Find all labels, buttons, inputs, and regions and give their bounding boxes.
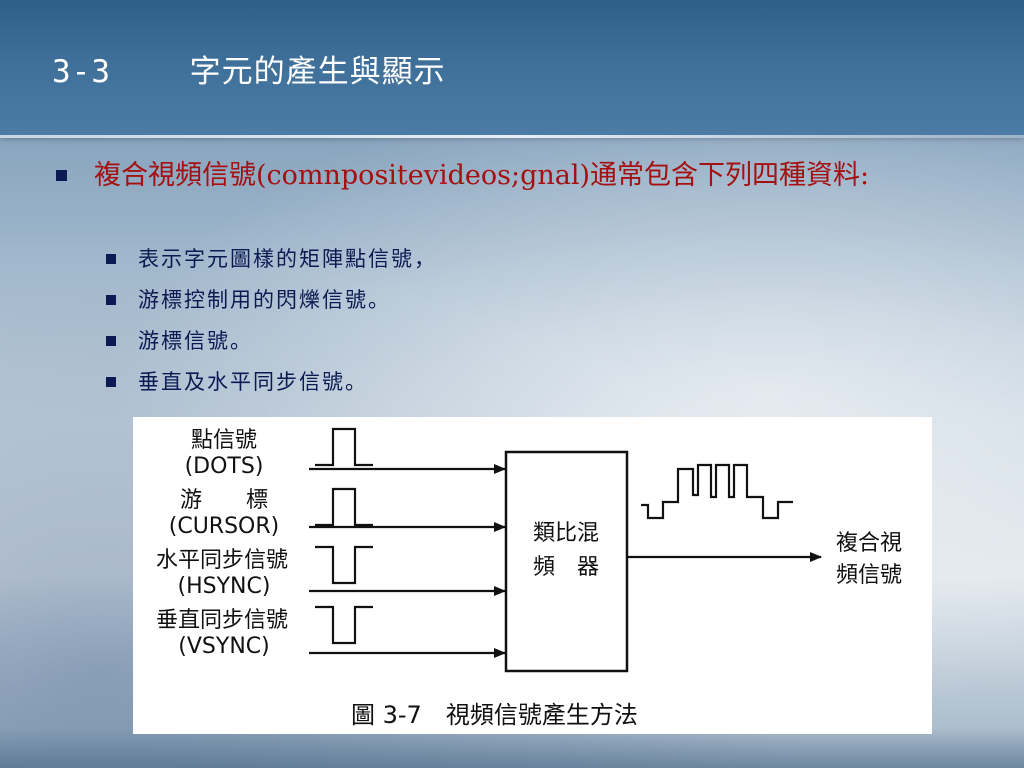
composite-output-waveform (641, 463, 793, 520)
sub-bullet-text: 垂直及水平同步信號。 (138, 370, 368, 394)
input-label-vsync: 垂直同步信號 (156, 608, 288, 633)
title-divider (0, 135, 1024, 138)
main-bullet-text: 複合視頻信號(comnpositevideos;gnal)通常包含下列四種資料: (94, 160, 870, 191)
vsync-pulse-waveform (315, 605, 373, 645)
sub-bullet: 游標控制用的閃爍信號。 (104, 285, 704, 315)
input-label-hsync: 水平同步信號 (156, 548, 288, 573)
hsync-pulse-waveform (315, 545, 373, 585)
analog-mixer-box (504, 450, 629, 673)
slide-title: 3-3 字元的產生與顯示 (52, 54, 446, 90)
square-bullet-icon (106, 295, 116, 305)
input-label-cursor: 游 標 (180, 488, 268, 513)
mixer-label-line1: 類比混 (533, 521, 599, 546)
input-label-dots: 點信號 (191, 428, 257, 453)
square-bullet-icon (56, 170, 67, 181)
output-label-line2: 頻信號 (836, 563, 902, 588)
input-label-cursor-en: (CURSOR) (169, 514, 279, 539)
mixer-label-line2: 頻 器 (533, 555, 599, 580)
sub-bullet: 垂直及水平同步信號。 (104, 367, 704, 397)
input-label-hsync-en: (HSYNC) (178, 574, 271, 599)
sub-bullet: 表示字元圖樣的矩陣點信號， (104, 244, 704, 274)
title-bar (0, 0, 1024, 135)
figure-caption: 圖 3-7 視頻信號產生方法 (351, 701, 638, 729)
bottom-band (0, 728, 1024, 768)
main-bullet: 複合視頻信號(comnpositevideos;gnal)通常包含下列四種資料: (52, 156, 982, 196)
input-label-dots-en: (DOTS) (185, 454, 264, 479)
square-bullet-icon (106, 254, 116, 264)
output-label-line1: 複合視 (836, 531, 902, 556)
sub-bullet: 游標信號。 (104, 326, 704, 356)
signal-diagram: 點信號 (DOTS) 游 標 (CURSOR) 水平同步信號 (HSYNC) 垂… (133, 417, 932, 734)
square-bullet-icon (106, 336, 116, 346)
square-bullet-icon (106, 377, 116, 387)
sub-bullet-text: 游標控制用的閃爍信號。 (138, 288, 391, 312)
cursor-pulse-waveform (315, 487, 373, 527)
dots-pulse-waveform (315, 427, 373, 467)
input-label-vsync-en: (VSYNC) (178, 634, 269, 659)
sub-bullet-text: 游標信號。 (138, 329, 253, 353)
sub-bullet-text: 表示字元圖樣的矩陣點信號， (138, 247, 437, 271)
